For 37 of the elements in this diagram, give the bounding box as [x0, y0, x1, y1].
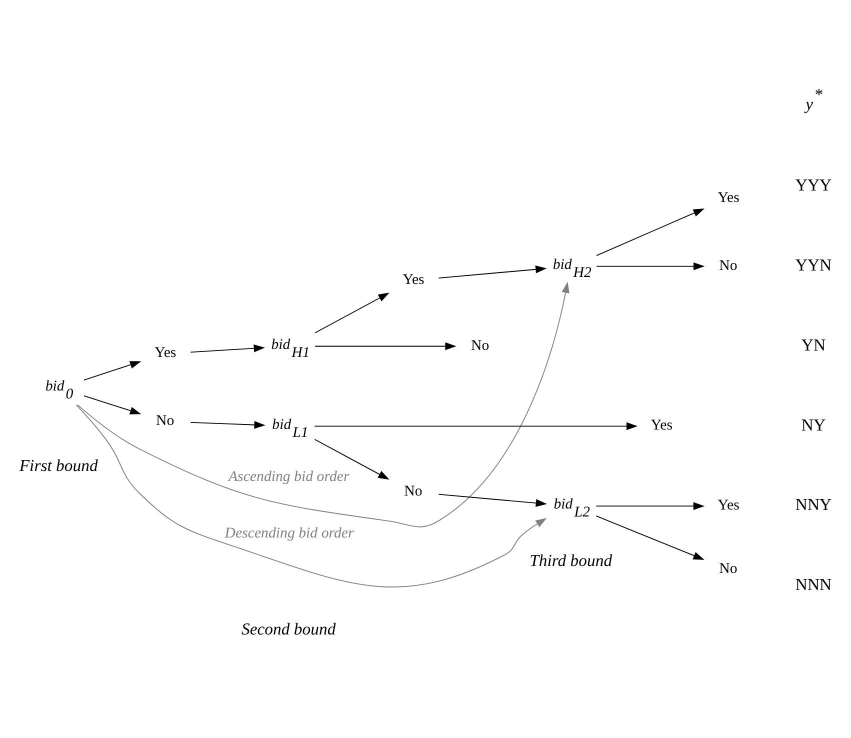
arrow	[438, 265, 547, 279]
label: NNN	[795, 575, 832, 594]
arrow	[76, 404, 547, 588]
arrow	[314, 292, 390, 334]
node-text: No	[471, 338, 490, 354]
label: NNY	[795, 495, 832, 514]
arrow	[77, 282, 570, 528]
arrow	[84, 361, 142, 381]
label: NY	[801, 415, 826, 434]
arrow	[314, 438, 390, 480]
arrow	[190, 344, 265, 353]
label: YYN	[795, 255, 832, 274]
arrow	[190, 420, 266, 429]
arrow	[596, 262, 705, 270]
node-text: No	[156, 413, 174, 430]
node-text: No	[719, 258, 738, 274]
arrow	[314, 342, 456, 350]
arrow	[314, 422, 638, 430]
node-text: Yes	[718, 498, 740, 514]
arrow	[596, 502, 705, 510]
node-text: Yes	[718, 190, 740, 206]
arrow	[84, 395, 142, 414]
arrow	[596, 516, 704, 560]
node-text: Yes	[154, 345, 176, 362]
node-text: No	[719, 560, 738, 577]
label: First bound	[19, 456, 98, 476]
label: Second bound	[241, 620, 336, 639]
node-text: No	[404, 484, 422, 500]
edge-label: Ascending bid order	[228, 468, 350, 485]
arrow	[438, 494, 548, 507]
label: YYY	[795, 175, 832, 194]
label: Third bound	[530, 550, 612, 570]
node-text: Yes	[402, 272, 424, 288]
edge-label: Descending bid order	[224, 526, 354, 542]
label: YN	[801, 335, 826, 354]
arrow	[596, 208, 705, 256]
node-text: Yes	[650, 418, 673, 434]
